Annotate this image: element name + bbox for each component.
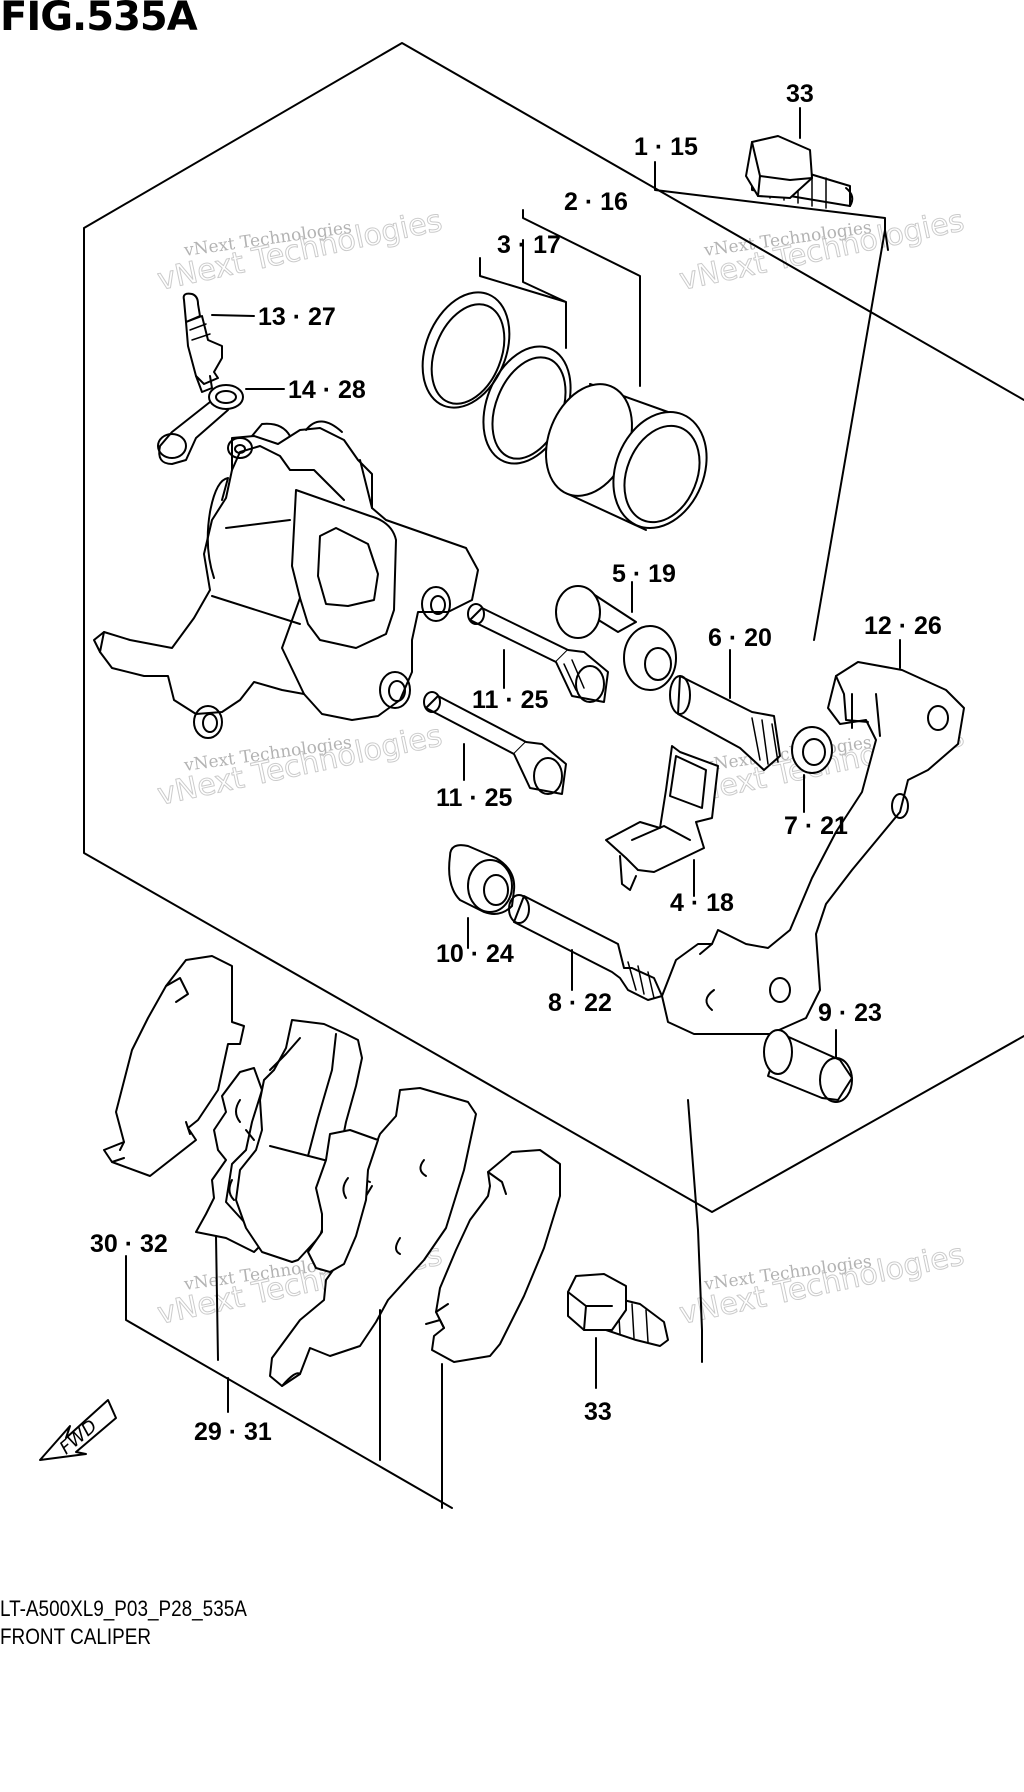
boot-10: [448, 844, 516, 915]
caliper-body: [93, 420, 479, 739]
callout-1-15: 1 · 15: [634, 133, 698, 161]
bolt-33-bottom: [567, 1273, 669, 1347]
diagram-caption: FRONT CALIPER: [0, 1624, 152, 1649]
callout-6-20: 6 · 20: [708, 624, 772, 652]
bolt-33-top: [745, 135, 854, 209]
callout-3-17: 3 · 17: [497, 231, 561, 259]
callout-9-23: 9 · 23: [818, 999, 882, 1027]
leader-33-bottom-rail: [687, 1099, 703, 1363]
assembly-frame: [83, 42, 1024, 1213]
callout-2-16: 2 · 16: [564, 188, 628, 216]
callout-4-18: 4 · 18: [670, 889, 734, 917]
leader-frame-side: [884, 229, 889, 251]
leader-30-32: [125, 1255, 453, 1509]
leader-29-31: [215, 1235, 229, 1413]
piston: [421, 291, 708, 531]
callout-33-bottom: 33: [584, 1398, 612, 1426]
callout-11-25-upper: 11 · 25: [472, 686, 549, 714]
banjo-washer: [157, 384, 244, 465]
washer-7: [791, 726, 833, 774]
leader-1-15: [654, 161, 886, 641]
figure-title: FIG.535A: [0, 0, 198, 40]
diagram-code: LT-A500XL9_P03_P28_535A: [0, 1596, 247, 1621]
callout-14-28: 14 · 28: [288, 376, 366, 404]
callout-10-24: 10 · 24: [436, 940, 514, 968]
pin-8: [508, 894, 663, 1001]
callout-29-31: 29 · 31: [194, 1418, 272, 1446]
callout-12-26: 12 · 26: [864, 612, 942, 640]
fwd-arrow-icon: FWD: [39, 1399, 117, 1461]
shim-30: [307, 1129, 379, 1273]
callout-33-top: 33: [786, 80, 814, 108]
callout-30-32: 30 · 32: [90, 1230, 168, 1258]
callout-11-25-lower: 11 · 25: [436, 784, 513, 812]
shim-29: [195, 1067, 267, 1253]
slide-pin-11-lower: [423, 691, 567, 795]
brake-pad-29: [235, 1019, 363, 1263]
caliper-bracket: [661, 661, 965, 1035]
pin-6: [669, 675, 781, 771]
leader-13-27: [211, 314, 255, 317]
leader-2-16: [522, 209, 641, 387]
slide-pin-11-upper: [467, 603, 609, 703]
boot-5: [555, 585, 677, 691]
callout-13-27: 13 · 27: [258, 303, 336, 331]
pad-group-bracket: [379, 1309, 443, 1509]
callout-5-19: 5 · 19: [612, 560, 676, 588]
brake-pad-30: [103, 955, 245, 1177]
pad-spring: [605, 745, 719, 891]
callout-7-21: 7 · 21: [784, 812, 848, 840]
leader-3-17: [479, 239, 567, 349]
brake-pad-30-right: [425, 1149, 561, 1363]
callout-labels: 33 1 · 15 2 · 16 3 · 17 13 · 27 14 · 28 …: [90, 80, 942, 1446]
sleeve-9: [763, 1029, 853, 1103]
bleeder-screw: [182, 292, 223, 393]
callout-8-22: 8 · 22: [548, 989, 612, 1017]
